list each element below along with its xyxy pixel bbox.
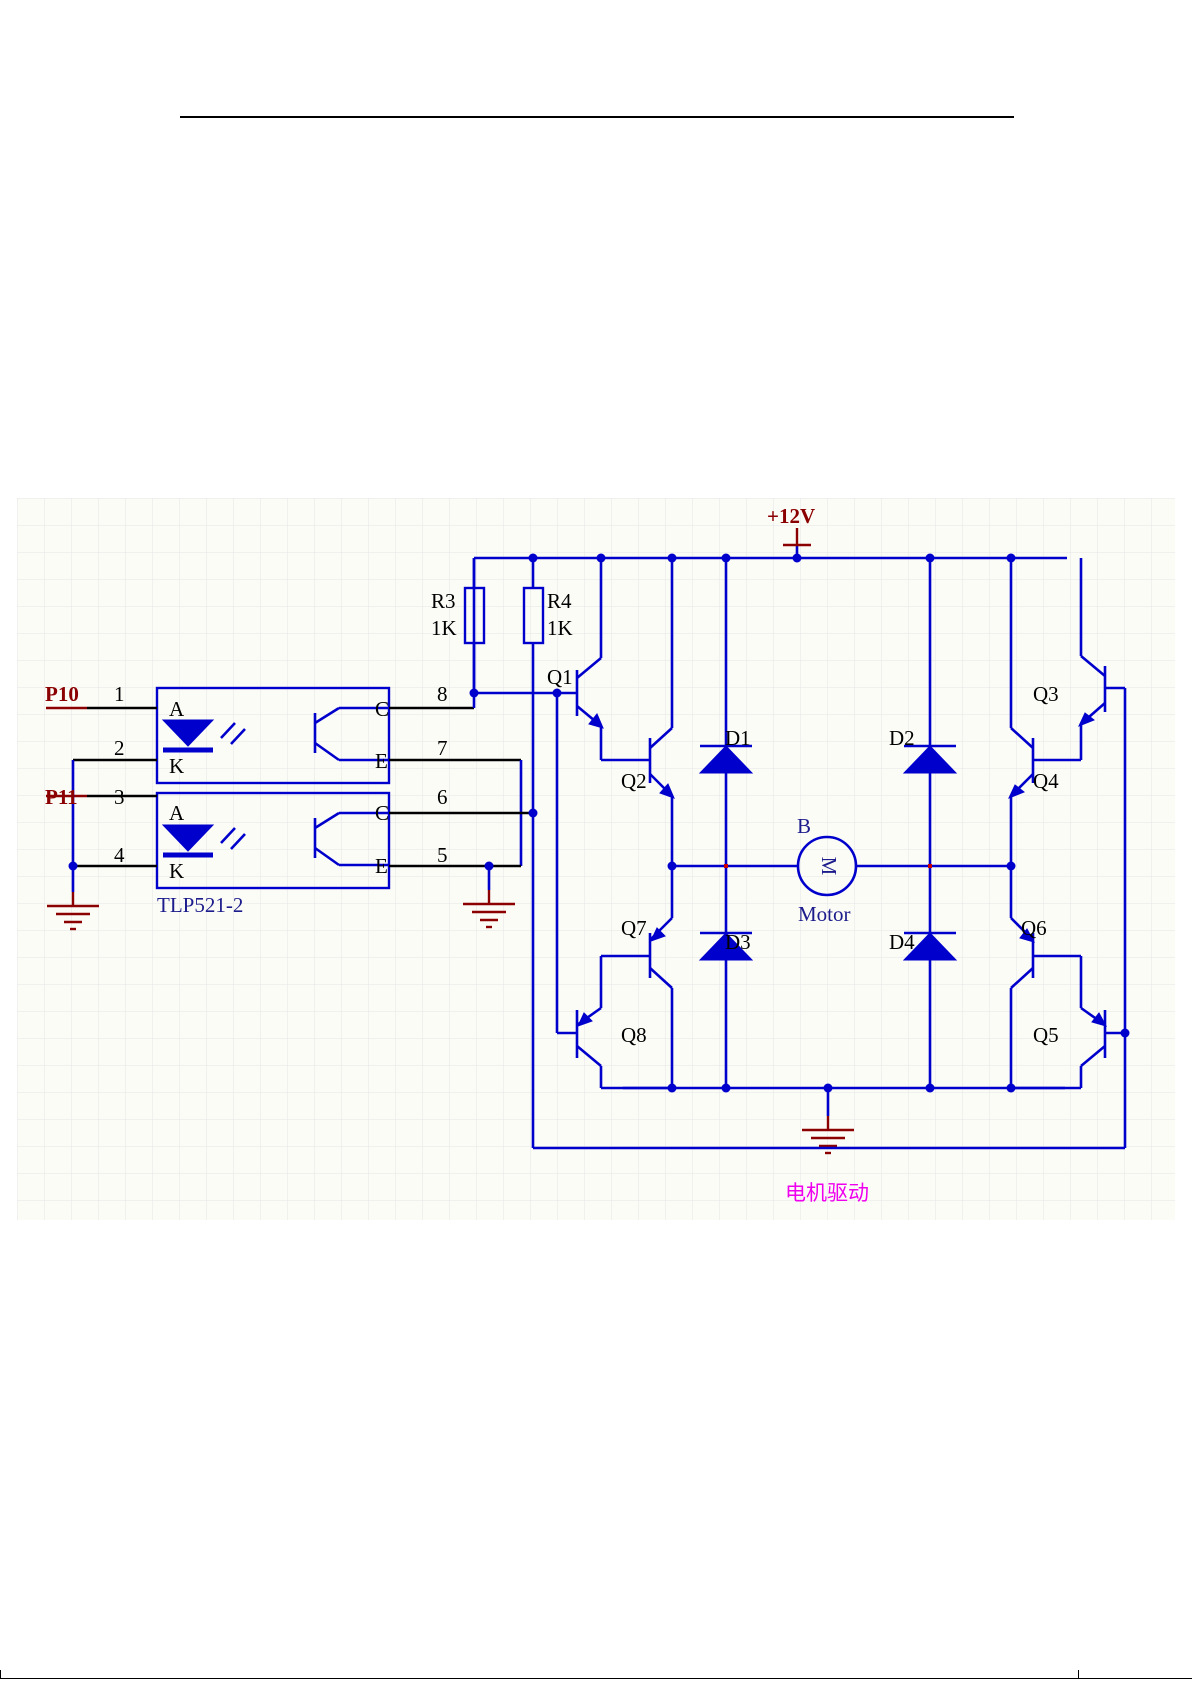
footer-tick-right	[1078, 1670, 1079, 1679]
transistor-q3-label: Q3	[1033, 682, 1059, 706]
transistor-q8-label: Q8	[621, 1023, 647, 1047]
transistor-q6-label: Q6	[1021, 916, 1047, 940]
motor-driver-schematic: M +12V P10 P11 1 2 3 4 5 6 7 8 A K A K	[17, 498, 1175, 1220]
resistor-r4-value: 1K	[547, 616, 573, 640]
pin-label-4: 4	[114, 843, 125, 867]
header-rule	[180, 116, 1014, 118]
diode-d4-label: D4	[889, 930, 915, 954]
schematic-caption: 电机驱动	[785, 1181, 869, 1205]
motor-symbol: M	[817, 857, 841, 876]
transistor-q4-label: Q4	[1033, 769, 1059, 793]
transistor-q7-label: Q7	[621, 916, 647, 940]
opto-collector-label-1: C	[375, 697, 389, 721]
opto-part-label: TLP521-2	[157, 893, 243, 917]
opto-emitter-label-2: E	[375, 854, 388, 878]
opto-collector-label-2: C	[375, 801, 389, 825]
transistor-q1-label: Q1	[547, 665, 573, 689]
input-label-p11: P11	[45, 785, 78, 809]
motor-ref-label: B	[797, 814, 811, 838]
diode-d1-label: D1	[725, 726, 751, 750]
opto-anode-label-2: A	[169, 801, 185, 825]
pin-label-1: 1	[114, 682, 125, 706]
supply-label: +12V	[767, 504, 815, 528]
opto-anode-label-1: A	[169, 697, 185, 721]
diode-d2-label: D2	[889, 726, 915, 750]
grid-background	[17, 498, 1175, 1220]
pin-label-3: 3	[114, 785, 125, 809]
pin-label-7: 7	[437, 736, 448, 760]
pin-label-8: 8	[437, 682, 448, 706]
diode-d3-label: D3	[725, 930, 751, 954]
motor-name-label: Motor	[798, 902, 851, 926]
opto-cathode-label-1: K	[169, 754, 184, 778]
transistor-q2-label: Q2	[621, 769, 647, 793]
resistor-r3-value: 1K	[431, 616, 457, 640]
footer-tick-left	[0, 1670, 1, 1679]
pin-label-6: 6	[437, 785, 448, 809]
footer-rule	[0, 1678, 1192, 1679]
opto-emitter-label-1: E	[375, 749, 388, 773]
resistor-r4-ref: R4	[547, 589, 572, 613]
input-label-p10: P10	[45, 682, 79, 706]
pin-label-2: 2	[114, 736, 125, 760]
resistor-r3-ref: R3	[431, 589, 456, 613]
transistor-q5-label: Q5	[1033, 1023, 1059, 1047]
pin-label-5: 5	[437, 843, 448, 867]
opto-cathode-label-2: K	[169, 859, 184, 883]
